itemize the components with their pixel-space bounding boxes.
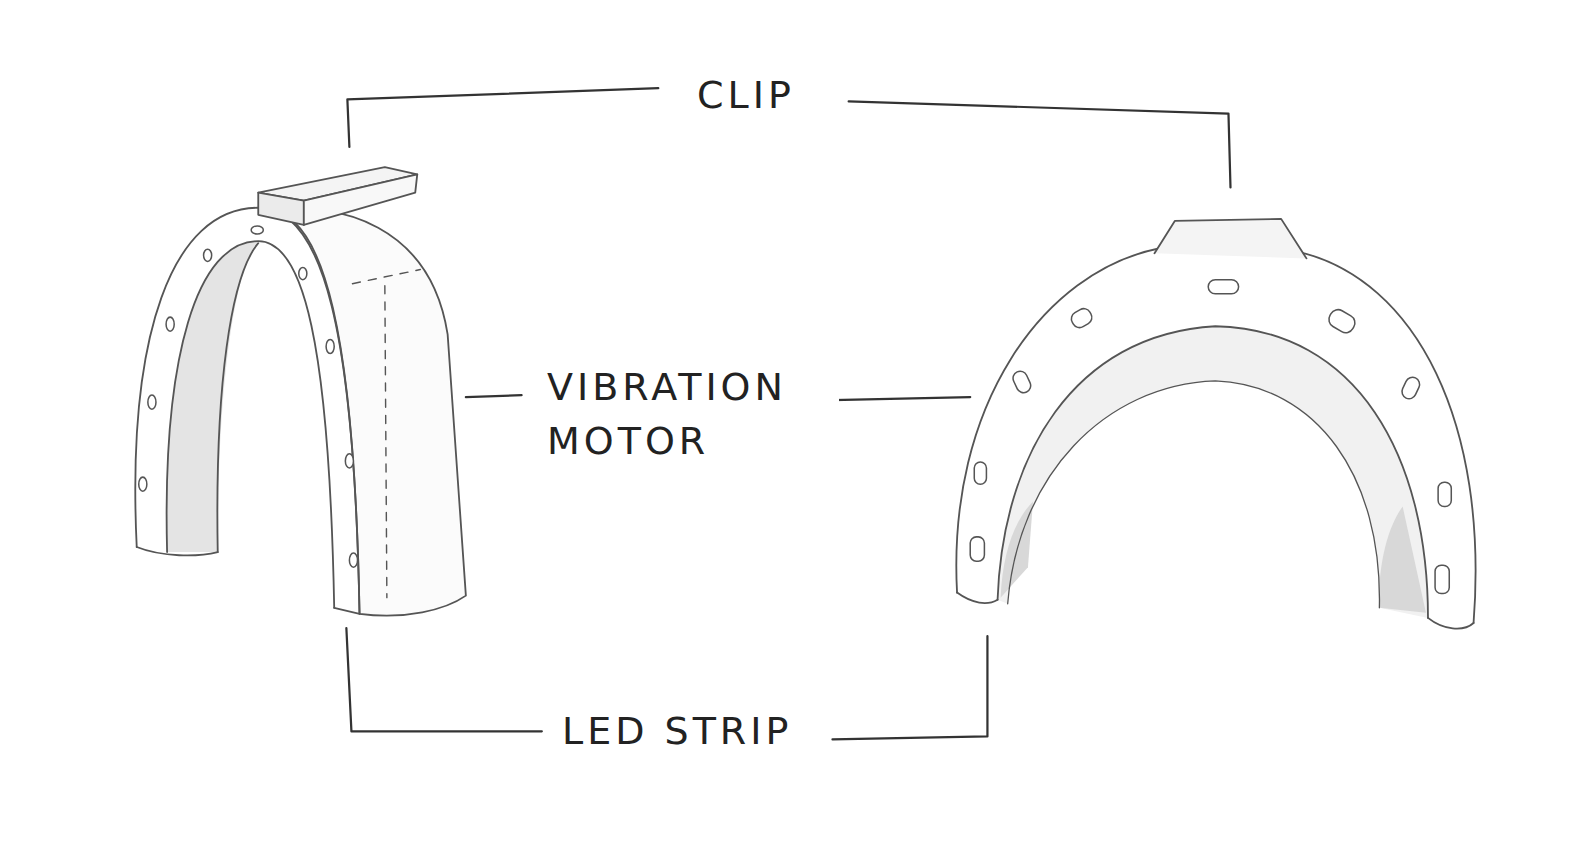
motor-leader-right [832,397,970,400]
front-inner [167,241,335,608]
led [970,537,984,561]
led [251,226,263,234]
led [1208,280,1238,294]
led-label: LED STRIP [560,704,794,758]
led [1438,482,1451,506]
device-front-view [956,219,1475,629]
led [1400,375,1422,401]
inner-shade [167,241,259,552]
motor-outline [352,270,420,598]
clip-bracket-right [849,101,1231,187]
led-dots [139,226,358,567]
led [204,249,212,261]
led-dots [970,280,1451,594]
led [148,395,156,409]
front-outer [135,208,359,614]
led [345,454,353,468]
led [139,477,147,491]
led-bracket-left [346,628,541,731]
motor-leader-left [466,395,522,397]
led [1435,565,1449,593]
front-outer [956,248,1475,623]
far-inner-edge [1008,381,1380,608]
clip-side [304,174,417,225]
led [349,553,357,567]
leg-bottoms [137,547,360,614]
led [1326,307,1358,336]
device-side-view [135,167,466,615]
leg-bottoms [957,593,1474,629]
clip-front [258,193,304,225]
led [1069,306,1095,330]
led-bracket-right [832,636,987,739]
led [299,267,307,279]
band-side [268,209,465,616]
clip-bracket-left [347,88,658,147]
front-inner [998,326,1428,618]
led [166,317,174,331]
inner-edge [217,243,258,552]
clip [1155,219,1307,258]
clip-label: CLIP [695,68,797,122]
led [974,462,986,484]
motor-label: VIBRATION MOTOR [545,360,839,468]
led [1011,369,1033,395]
led [326,339,334,353]
inner-surface [998,326,1428,618]
